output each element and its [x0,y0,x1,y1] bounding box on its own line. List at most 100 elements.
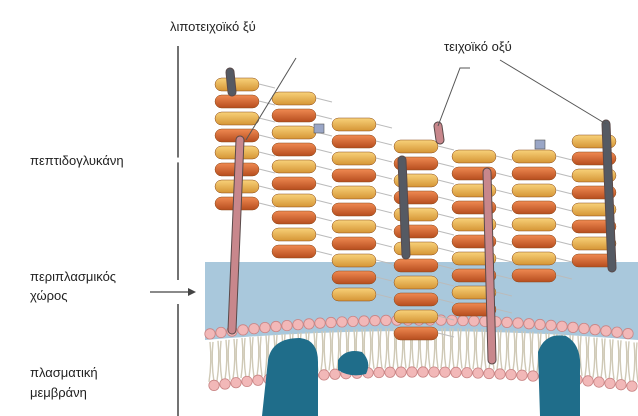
lipid-head [242,376,252,386]
lipid-head [253,375,263,385]
peptide-crosslink [438,180,454,184]
peptide-crosslink [376,158,392,162]
glycan-strand [272,143,316,156]
teichoic-acid [230,72,232,92]
lipid-tail [457,328,462,368]
lipid-head [315,318,325,328]
lipid-head [220,379,230,389]
peptide-crosslink [556,258,572,262]
lipid-tail [505,330,510,370]
glycan-strand [332,254,376,267]
lipid-tail [249,337,254,377]
glycan-strand [215,112,259,125]
lipid-tail [497,330,502,370]
peptide-crosslink [438,248,454,252]
lipid-head [440,367,450,377]
glycan-strand [512,184,556,197]
glycan-strand [332,237,376,250]
lipid-head [535,319,545,329]
lipid-head [594,377,604,387]
peptide-crosslink [316,98,332,102]
glycan-strand [272,194,316,207]
peptide-crosslink [316,115,332,119]
peptide-crosslink [438,333,454,337]
lipid-tail [225,340,230,380]
glycan-strand [394,327,438,340]
label-teichoic-acid: τειχοϊκό οξύ [444,38,512,55]
acid-tip [535,140,545,149]
glycan-strand [215,78,259,91]
teichoic-acid [402,160,406,255]
lipid-head [209,380,219,390]
lipid-head [385,367,395,377]
lipid-tail [521,331,526,371]
lipid-head [557,321,567,331]
lipid-head [473,368,483,378]
lipid-head [616,380,626,390]
glycan-strand [272,211,316,224]
glycan-strand [332,135,376,148]
peptide-crosslink [496,173,512,177]
glycan-strand [272,245,316,258]
lipid-head [359,316,369,326]
lipid-tail [593,338,598,378]
glycan-strand [215,95,259,108]
glycan-strand [394,140,438,153]
peptide-crosslink [496,224,512,228]
membrane-protein [338,351,368,375]
label-plasma-membrane-line2: μεμβράνη [30,384,87,401]
lipid-head [546,320,556,330]
peptide-crosslink [316,183,332,187]
lipid-tail [465,329,470,369]
acid-tip [314,124,324,133]
glycan-strand [512,218,556,231]
peptide-crosslink [316,166,332,170]
peptide-crosslink [496,258,512,262]
lipid-head [205,329,215,339]
leader-line-teichoic [500,60,606,124]
glycan-strand [332,186,376,199]
lipid-tail [369,329,374,369]
peptide-crosslink [438,163,454,167]
lipid-tail [209,342,214,382]
glycan-strand [394,310,438,323]
lipid-head [216,327,226,337]
lipid-head [451,367,461,377]
lipid-head [370,315,380,325]
glycan-strand [332,220,376,233]
lipid-head [330,369,340,379]
lipid-tail [625,341,630,381]
glycan-strand [272,228,316,241]
glycan-strand [332,152,376,165]
lipid-tail [513,331,518,371]
glycan-strand [512,201,556,214]
peptide-crosslink [438,231,454,235]
lipid-head [513,318,523,328]
lipid-head [396,367,406,377]
glycan-strand [512,150,556,163]
bracket-dot [176,158,181,163]
glycan-strand [332,169,376,182]
lipid-head [326,317,336,327]
peptide-crosslink [496,190,512,194]
glycan-strand [394,293,438,306]
peptide-crosslink [316,217,332,221]
peptide-crosslink [376,209,392,213]
lipid-head [249,323,259,333]
label-lipoteichoic-acid: λιποτειχοϊκό ξύ [170,18,256,35]
lipid-head [524,319,534,329]
lipid-head [374,367,384,377]
lipid-head [282,320,292,330]
glycan-strand [512,252,556,265]
peptide-crosslink [556,173,572,177]
lipid-head [612,327,622,337]
lipid-tail [609,339,614,379]
lipid-head [260,322,270,332]
lipid-head [418,367,428,377]
peptide-crosslink [556,224,572,228]
peptide-crosslink [376,192,392,196]
peptide-crosslink [556,241,572,245]
glycan-strand [394,242,438,255]
